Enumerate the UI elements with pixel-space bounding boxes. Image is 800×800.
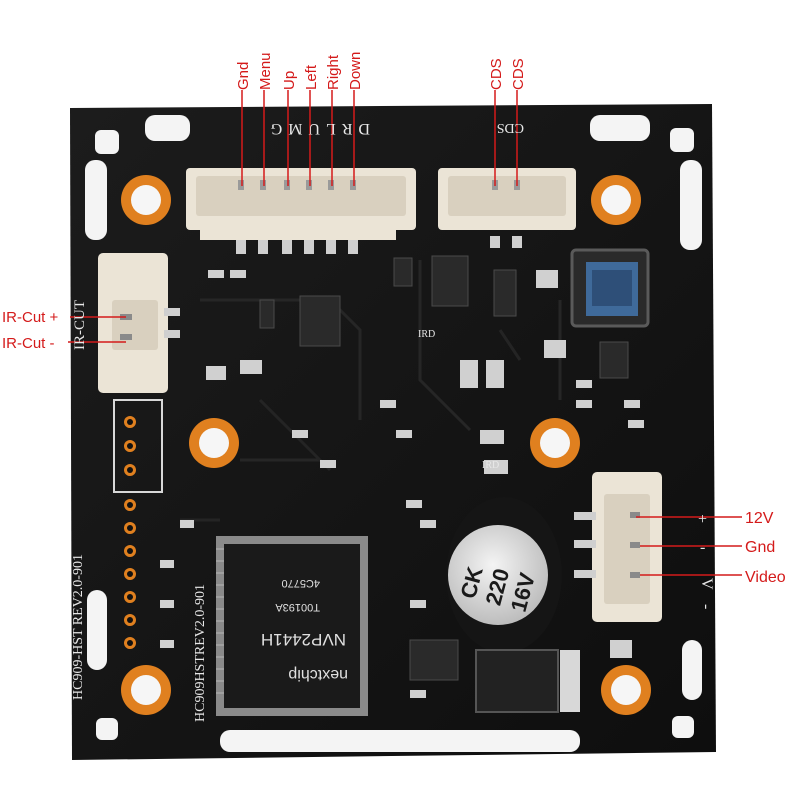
capacitor-markings: CK 220 16V: [455, 564, 540, 615]
label-12v: 12V: [745, 510, 774, 527]
label-cds-1: CDS: [488, 58, 505, 90]
silk-pin-plus: +: [698, 511, 707, 528]
board-slot: [670, 128, 694, 152]
smd-resistors: [160, 270, 644, 698]
chip-model: NVP2441H: [261, 630, 346, 649]
cds-connector: [438, 168, 576, 248]
smd-components: [259, 255, 629, 681]
board-slot: [220, 730, 580, 752]
silk-board-id-inner: HC909HSTREV2.0-901: [193, 584, 208, 722]
mounting-hole: [530, 418, 580, 468]
label-gnd-power: Gnd: [745, 539, 775, 556]
chip-markings: nextchip NVP2441H T00193A 4C5770: [261, 577, 348, 683]
silk-keys: DRLUMG: [265, 120, 370, 137]
board-slot: [96, 718, 118, 740]
silk-rd-mark: IRD: [418, 329, 435, 340]
silk-cds: CDS: [497, 120, 524, 135]
board-slot: [672, 716, 694, 738]
label-up: Up: [281, 71, 298, 90]
silk-pin-v: V: [698, 578, 715, 590]
board-slot: [590, 115, 650, 141]
mounting-hole: [601, 665, 651, 715]
board-slot: [85, 160, 107, 240]
label-down: Down: [347, 52, 364, 90]
silk-ircut: IR-CUT: [72, 300, 88, 350]
silk-pin-minus-2: -: [698, 604, 715, 609]
silk-board-id-left: HC909-HST REV2.0-901: [71, 554, 86, 700]
chip-brand: nextchip: [288, 666, 348, 683]
mounting-hole: [121, 175, 171, 225]
silk-rd-mark: IRD: [482, 460, 499, 471]
mounting-hole: [591, 175, 641, 225]
electrolytic-capacitor: [446, 497, 562, 653]
label-ircut-minus: IR-Cut -: [2, 335, 55, 352]
chip-code-2: 4C5770: [281, 577, 320, 589]
label-ircut-plus: IR-Cut +: [2, 309, 59, 326]
board-slot: [680, 160, 702, 250]
label-cds-2: CDS: [510, 58, 527, 90]
mounting-holes: [121, 175, 651, 715]
power-video-connector: [574, 472, 662, 622]
board-slot: [87, 590, 107, 670]
inductor: [570, 248, 650, 328]
mounting-hole: [189, 418, 239, 468]
key-labels: Gnd Menu Up Left Right Down: [235, 52, 364, 90]
diode: [475, 649, 580, 713]
chip-code-1: T00193A: [275, 601, 320, 613]
mounting-hole: [121, 665, 171, 715]
main-chip: [216, 536, 368, 716]
board-slot: [682, 640, 702, 700]
ircut-connector: [98, 253, 180, 393]
label-left: Left: [303, 64, 320, 90]
annotation-lines: [68, 90, 742, 576]
silk-pin-minus: -: [700, 539, 705, 556]
label-gnd: Gnd: [235, 62, 252, 90]
label-right: Right: [325, 54, 342, 90]
board-slot: [145, 115, 190, 141]
pin-header-short: [113, 399, 163, 493]
board-slot: [95, 130, 119, 154]
cds-labels: CDS CDS: [488, 58, 527, 90]
pin-header-long: [124, 499, 136, 649]
label-menu: Menu: [257, 52, 274, 90]
label-video: Video: [745, 569, 786, 586]
